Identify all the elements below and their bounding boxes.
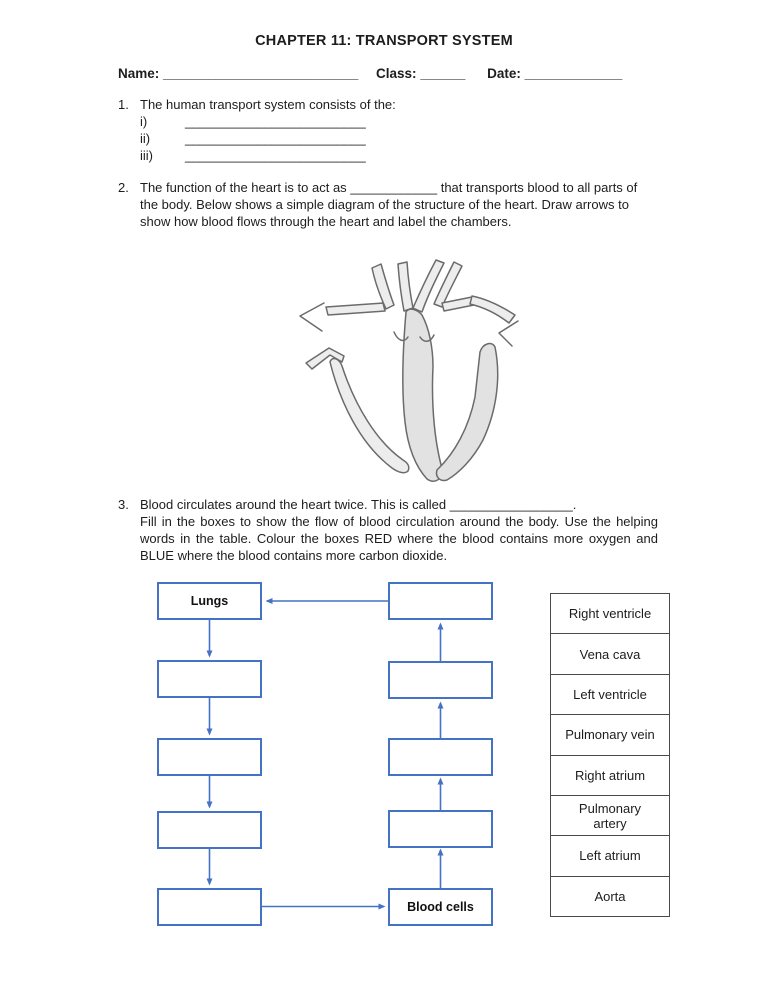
- question-1-item-iii: iii) _________________________: [140, 147, 658, 164]
- helping-word-cell: Vena cava: [551, 634, 669, 675]
- question-3-number: 3.: [118, 497, 129, 512]
- helping-word-cell: Pulmonary artery: [551, 796, 669, 837]
- flow-box-right-4[interactable]: [388, 810, 493, 848]
- question-1-number: 1.: [118, 97, 129, 112]
- flow-box-left-5[interactable]: [157, 888, 262, 926]
- question-2-text-end: that transports blood to all parts of th…: [140, 180, 638, 229]
- flow-box-blood-cells[interactable]: Blood cells: [388, 888, 493, 926]
- roman-numeral: ii): [140, 131, 151, 146]
- question-2: 2. The function of the heart is to act a…: [118, 179, 658, 230]
- helping-word: Pulmonary vein: [565, 727, 655, 743]
- helping-word: Left ventricle: [573, 686, 647, 702]
- helping-word-cell: Aorta: [551, 877, 669, 916]
- flow-box-left-3[interactable]: [157, 738, 262, 776]
- helping-word: Aorta: [594, 888, 626, 904]
- helping-word: Right ventricle: [568, 606, 652, 622]
- flow-box-lungs[interactable]: Lungs: [157, 582, 262, 620]
- flow-box-right-1[interactable]: [388, 582, 493, 620]
- date-label: Date:: [487, 66, 521, 81]
- header-fields: Name: __________________________ Class: …: [118, 66, 622, 81]
- helping-word: Pulmonary artery: [578, 800, 642, 831]
- question-3: 3. Blood circulates around the heart twi…: [118, 496, 658, 564]
- helping-word: Vena cava: [579, 646, 641, 662]
- helping-word: Right atrium: [574, 767, 646, 783]
- flow-box-left-4[interactable]: [157, 811, 262, 849]
- name-label: Name:: [118, 66, 160, 81]
- roman-numeral: i): [140, 114, 148, 129]
- flow-box-left-2[interactable]: [157, 660, 262, 698]
- question-3-text-rest: Fill in the boxes to show the flow of bl…: [140, 514, 658, 563]
- question-3-line1: Blood circulates around the heart twice.…: [140, 496, 658, 513]
- answer-blank-line[interactable]: ____________: [350, 180, 438, 195]
- class-blank-line[interactable]: ______: [420, 66, 466, 81]
- helping-word: Left atrium: [579, 848, 641, 864]
- helping-word-cell: Pulmonary vein: [551, 715, 669, 756]
- flow-arrows: [206, 598, 444, 910]
- question-3-text-start: Blood circulates around the heart twice.…: [140, 497, 447, 512]
- answer-blank-line[interactable]: _________________________: [185, 148, 366, 163]
- circulation-flowchart: Lungs Blood cells Right ventricle Vena c…: [0, 575, 768, 950]
- question-1-item-i: i) _________________________: [140, 113, 658, 130]
- answer-blank-line[interactable]: _________________________: [185, 114, 366, 129]
- helping-word-cell: Right ventricle: [551, 594, 669, 635]
- helping-words-table: Right ventricle Vena cava Left ventricle…: [550, 593, 670, 917]
- question-2-text: The function of the heart is to act as _…: [140, 179, 658, 230]
- flow-box-right-3[interactable]: [388, 738, 493, 776]
- question-1: 1. The human transport system consists o…: [118, 96, 658, 164]
- class-label: Class:: [376, 66, 417, 81]
- question-1-text: The human transport system consists of t…: [140, 97, 396, 112]
- answer-blank-line[interactable]: _________________________: [185, 131, 366, 146]
- flow-box-right-2[interactable]: [388, 661, 493, 699]
- helping-word-cell: Left atrium: [551, 836, 669, 877]
- roman-numeral: iii): [140, 148, 153, 163]
- question-2-number: 2.: [118, 180, 129, 195]
- heart-diagram: [286, 252, 524, 498]
- question-1-item-ii: ii) _________________________: [140, 130, 658, 147]
- helping-word-cell: Right atrium: [551, 756, 669, 796]
- question-2-text-start: The function of the heart is to act as: [140, 180, 347, 195]
- name-blank-line[interactable]: __________________________: [163, 66, 359, 81]
- helping-word-cell: Left ventricle: [551, 675, 669, 716]
- date-blank-line[interactable]: _____________: [524, 66, 623, 81]
- page-title: CHAPTER 11: TRANSPORT SYSTEM: [255, 33, 513, 49]
- question-3-period: .: [572, 497, 577, 512]
- answer-blank-line[interactable]: _________________: [449, 497, 573, 512]
- heart-structure-drawing: [299, 259, 519, 482]
